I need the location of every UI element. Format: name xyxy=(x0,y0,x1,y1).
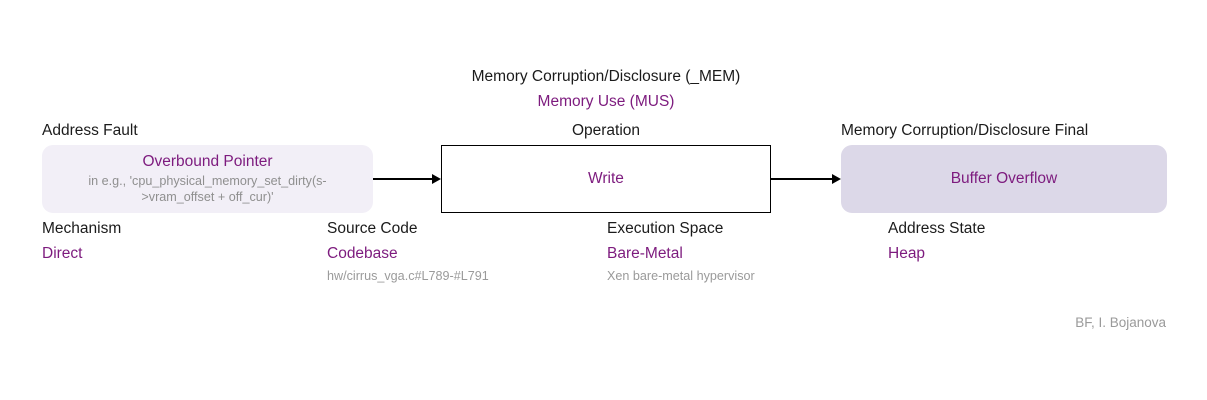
attribute-mechanism: Mechanism Direct xyxy=(42,219,121,264)
attribute-execution-space-value: Bare-Metal xyxy=(607,245,683,263)
caption-operation: Operation xyxy=(571,122,641,139)
attribute-source-code-value: Codebase xyxy=(327,245,398,263)
attribute-address-state-value: Heap xyxy=(888,245,926,263)
node-address-fault-title: Overbound Pointer xyxy=(142,152,273,170)
cluster-title-class: Memory Corruption/Disclosure (_MEM) xyxy=(471,68,741,85)
attribute-mechanism-value: Direct xyxy=(42,245,83,263)
attribute-address-state-label: Address State xyxy=(888,220,986,237)
attribute-source-code-detail: hw/cirrus_vga.c#L789-#L791 xyxy=(327,269,489,284)
arrow-operation-to-final-icon xyxy=(771,174,841,184)
node-address-fault[interactable]: Overbound Pointer in e.g., 'cpu_physical… xyxy=(42,145,373,213)
attribute-source-code: Source Code Codebase hw/cirrus_vga.c#L78… xyxy=(327,219,489,285)
attribute-mechanism-label: Mechanism xyxy=(42,220,122,237)
arrow-fault-to-operation-icon xyxy=(373,174,441,184)
arrow-head xyxy=(832,174,841,184)
attribute-execution-space: Execution Space Bare-Metal Xen bare-meta… xyxy=(607,219,755,285)
arrow-shaft xyxy=(771,178,833,180)
caption-memory-corruption-final: Memory Corruption/Disclosure Final xyxy=(841,122,1089,139)
attribute-execution-space-detail: Xen bare-metal hypervisor xyxy=(607,269,755,284)
node-address-fault-subtitle: in e.g., 'cpu_physical_memory_set_dirty(… xyxy=(88,174,327,205)
arrow-shaft xyxy=(373,178,433,180)
credit-text: BF, I. Bojanova xyxy=(1075,315,1166,330)
attribute-source-code-label: Source Code xyxy=(327,220,418,237)
attribute-execution-space-label: Execution Space xyxy=(607,220,724,237)
cluster-title-type: Memory Use (MUS) xyxy=(537,93,675,110)
attribute-address-state: Address State Heap xyxy=(888,219,985,264)
node-operation[interactable]: Write xyxy=(441,145,771,213)
node-final-title: Buffer Overflow xyxy=(950,169,1058,187)
node-operation-title: Write xyxy=(588,169,624,187)
caption-address-fault: Address Fault xyxy=(42,122,138,139)
node-memory-corruption-final[interactable]: Buffer Overflow xyxy=(841,145,1167,213)
arrow-head xyxy=(432,174,441,184)
